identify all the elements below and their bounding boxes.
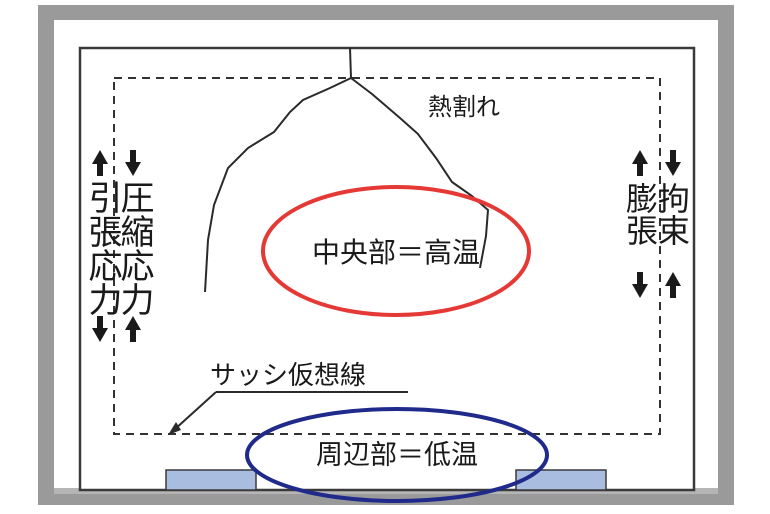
setting-block-right bbox=[515, 469, 607, 491]
sash-imaginary-line bbox=[113, 77, 661, 435]
perimeter-label: 周辺部＝低温 bbox=[316, 440, 478, 471]
right-expansion-label: 膨張 bbox=[621, 182, 659, 246]
center-label: 中央部＝高温 bbox=[312, 236, 480, 269]
arrow-down-icon bbox=[92, 316, 108, 342]
glass-pane bbox=[78, 46, 696, 492]
sash-line-label: サッシ仮想線 bbox=[210, 361, 366, 391]
arrow-down-icon bbox=[632, 272, 648, 298]
right-restraint-label: 拘束 bbox=[653, 182, 691, 246]
left-compressive-stress-label: 圧縮応力 bbox=[114, 180, 154, 316]
left-tensile-stress-label: 引張応力 bbox=[82, 180, 122, 316]
arrow-up-icon bbox=[665, 272, 681, 298]
arrow-down-icon bbox=[125, 150, 141, 176]
perimeter-low-temp-ellipse bbox=[245, 407, 549, 503]
arrow-head-icon bbox=[168, 422, 181, 435]
arrow-down-icon bbox=[665, 150, 681, 176]
arrow-up-icon bbox=[632, 150, 648, 176]
arrow-up-icon bbox=[92, 150, 108, 176]
center-high-temp-ellipse bbox=[261, 185, 531, 317]
sash-leader-diagonal bbox=[173, 391, 217, 431]
thermal-crack-line bbox=[204, 47, 353, 293]
crack-label: 熱割れ bbox=[428, 93, 500, 121]
setting-block-left bbox=[165, 469, 257, 491]
arrow-up-icon bbox=[125, 316, 141, 342]
thermal-crack-branch bbox=[350, 77, 490, 269]
